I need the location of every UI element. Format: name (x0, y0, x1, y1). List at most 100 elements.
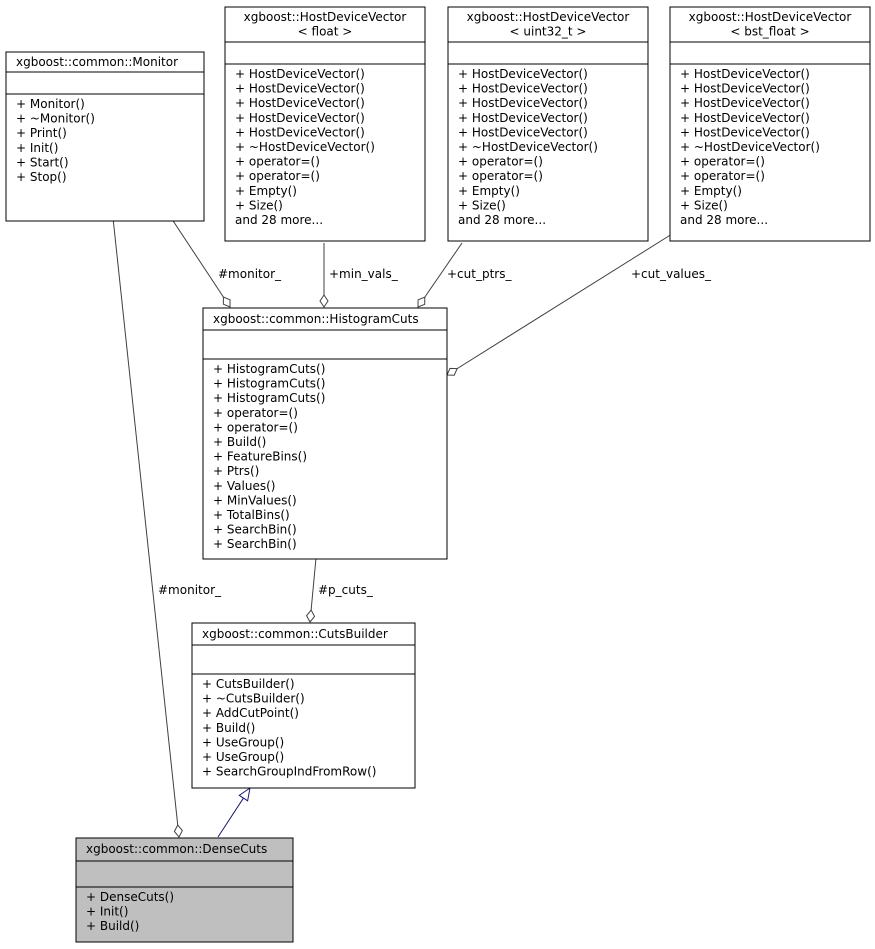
method-item: + Empty() (235, 184, 297, 198)
method-item: + HostDeviceVector() (458, 67, 588, 81)
method-item: + HostDeviceVector() (680, 96, 810, 110)
class-title: xgboost::common::HistogramCuts (213, 312, 419, 326)
inheritance-edge (217, 786, 251, 838)
edge-label: #monitor_ (158, 583, 222, 597)
method-item: and 28 more... (680, 213, 768, 227)
edge-label: +cut_ptrs_ (447, 267, 512, 281)
edge-label: +min_vals_ (329, 267, 399, 281)
method-item: + SearchBin() (213, 537, 297, 551)
aggregation-diamond (446, 367, 458, 376)
aggregation-diamond (173, 824, 183, 838)
class-title: xgboost::common::DenseCuts (86, 842, 267, 856)
edge-label: #monitor_ (218, 267, 282, 281)
method-item: + operator=() (213, 406, 298, 420)
association-line (310, 557, 317, 611)
method-item: + Monitor() (16, 97, 85, 111)
method-item: and 28 more... (235, 213, 323, 227)
association-line (110, 198, 179, 826)
edge-monitor-to-dense: #monitor_ (110, 198, 222, 838)
method-item: + operator=() (458, 155, 543, 169)
class-cuts-builder[interactable]: xgboost::common::CutsBuilder+ CutsBuilde… (191, 622, 416, 789)
association-line (424, 242, 463, 298)
method-item: + AddCutPoint() (202, 706, 299, 720)
class-monitor[interactable]: xgboost::common::Monitor+ Monitor()+ ~Mo… (5, 51, 205, 222)
method-item: + HostDeviceVector() (680, 67, 810, 81)
class-box (5, 51, 205, 222)
method-item: + Init() (86, 905, 128, 919)
method-item: + Size() (235, 198, 283, 212)
class-title: xgboost::HostDeviceVector (244, 10, 407, 24)
method-item: + HostDeviceVector() (680, 82, 810, 96)
method-item: + HostDeviceVector() (458, 111, 588, 125)
method-item: + Start() (16, 155, 69, 169)
method-item: + MinValues() (213, 493, 297, 507)
method-item: + operator=() (213, 420, 298, 434)
method-item: + HostDeviceVector() (235, 96, 365, 110)
edge-cut-values: +cut_values_ (446, 233, 712, 376)
class-hdv-float[interactable]: xgboost::HostDeviceVector< float >+ Host… (224, 6, 426, 242)
class-box (191, 622, 416, 789)
class-title: < float > (298, 25, 353, 39)
method-item: + operator=() (680, 155, 765, 169)
method-item: + DenseCuts() (86, 890, 174, 904)
method-item: + HistogramCuts() (213, 362, 325, 376)
class-title: xgboost::HostDeviceVector (467, 10, 630, 24)
method-item: + Build() (202, 721, 255, 735)
method-item: + operator=() (235, 155, 320, 169)
class-hdv-uint32[interactable]: xgboost::HostDeviceVector< uint32_t >+ H… (447, 6, 649, 242)
method-item: + CutsBuilder() (202, 677, 295, 691)
aggregation-diamond (222, 296, 231, 308)
edge-label: #p_cuts_ (318, 583, 374, 597)
method-item: + HostDeviceVector() (235, 82, 365, 96)
method-item: + SearchGroupIndFromRow() (202, 765, 376, 779)
method-item: + HostDeviceVector() (235, 67, 365, 81)
method-item: + Size() (680, 198, 728, 212)
edge-p-cuts: #p_cuts_ (305, 557, 374, 623)
inheritance-arrowhead (238, 786, 251, 802)
class-title: < uint32_t > (510, 25, 587, 39)
method-item: and 28 more... (458, 213, 546, 227)
method-item: + Size() (458, 198, 506, 212)
aggregation-diamond (305, 609, 316, 623)
class-dense-cuts[interactable]: xgboost::common::DenseCuts+ DenseCuts()+… (75, 837, 294, 943)
method-item: + HostDeviceVector() (458, 125, 588, 139)
aggregation-diamond (417, 296, 426, 308)
class-title: xgboost::HostDeviceVector (689, 10, 852, 24)
method-item: + Values() (213, 479, 275, 493)
method-item: + ~CutsBuilder() (202, 692, 305, 706)
method-item: + operator=() (680, 169, 765, 183)
method-item: + Build() (213, 435, 266, 449)
class-box (202, 307, 448, 560)
method-item: + UseGroup() (202, 735, 284, 749)
method-item: + HostDeviceVector() (680, 111, 810, 125)
method-item: + operator=() (458, 169, 543, 183)
class-histogram-cuts[interactable]: xgboost::common::HistogramCuts+ Histogra… (202, 307, 448, 560)
edge-label: +cut_values_ (631, 267, 712, 281)
class-hdv-bst-float[interactable]: xgboost::HostDeviceVector< bst_float >+ … (669, 6, 871, 242)
nodes: xgboost::common::Monitor+ Monitor()+ ~Mo… (5, 6, 871, 943)
method-item: + UseGroup() (202, 750, 284, 764)
aggregation-diamond (319, 294, 329, 308)
association-line (456, 233, 673, 370)
method-item: + HostDeviceVector() (458, 96, 588, 110)
class-title: < bst_float > (730, 25, 809, 39)
method-item: + Empty() (680, 184, 742, 198)
edges: #monitor_ +min_vals_ +cut_ptrs_ +cut_values… (110, 194, 712, 838)
method-item: + TotalBins() (213, 508, 290, 522)
edge-min-vals: +min_vals_ (319, 243, 399, 308)
method-item: + ~HostDeviceVector() (458, 140, 598, 154)
inheritance-line (217, 797, 244, 838)
method-item: + Build() (86, 919, 139, 933)
class-title: xgboost::common::Monitor (16, 55, 178, 69)
method-item: + HostDeviceVector() (680, 125, 810, 139)
class-box (75, 837, 294, 943)
method-item: + ~HostDeviceVector() (235, 140, 375, 154)
edge-cut-ptrs: +cut_ptrs_ (417, 242, 512, 308)
method-item: + operator=() (235, 169, 320, 183)
method-item: + ~HostDeviceVector() (680, 140, 820, 154)
class-box (669, 6, 871, 242)
method-item: + Init() (16, 141, 58, 155)
method-item: + SearchBin() (213, 523, 297, 537)
class-box (447, 6, 649, 242)
